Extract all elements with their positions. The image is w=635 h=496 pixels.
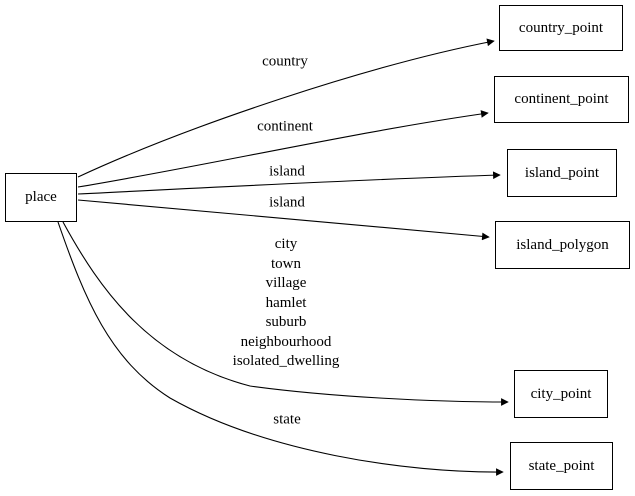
- node-country-point-label: country_point: [518, 19, 604, 36]
- node-island-polygon: island_polygon: [495, 221, 630, 269]
- edge-place-city_point: [62, 221, 509, 406]
- node-place: place: [5, 173, 77, 222]
- node-continent-point: continent_point: [494, 76, 629, 123]
- edge-place-continent_point: [77, 110, 489, 188]
- node-continent-point-label: continent_point: [514, 91, 609, 107]
- node-island-polygon-label: island_polygon: [516, 236, 609, 253]
- node-city-point: city_point: [514, 370, 608, 418]
- node-place-label: place: [25, 189, 57, 205]
- edge-place-island_point: [77, 171, 501, 195]
- node-state-point-label: state_point: [528, 457, 595, 474]
- node-country-point: country_point: [499, 5, 623, 51]
- edge-label-country: country: [262, 53, 308, 70]
- node-island-point: island_point: [507, 149, 617, 197]
- edge-label-state: state: [273, 411, 301, 428]
- node-city-point-label: city_point: [530, 385, 592, 402]
- edge-place-country_point: [77, 38, 495, 178]
- node-island-point-label: island_point: [524, 164, 600, 181]
- edge-place-state_point: [57, 221, 504, 476]
- node-state-point: state_point: [510, 442, 613, 490]
- edge-label-continent: continent: [257, 118, 313, 135]
- edge-place-island_polygon: [77, 199, 490, 241]
- edge-label-island-point: island: [269, 163, 305, 180]
- edge-label-city-variants: city town village hamlet suburb neighbou…: [232, 235, 340, 369]
- edge-label-island-polygon: island: [269, 194, 305, 211]
